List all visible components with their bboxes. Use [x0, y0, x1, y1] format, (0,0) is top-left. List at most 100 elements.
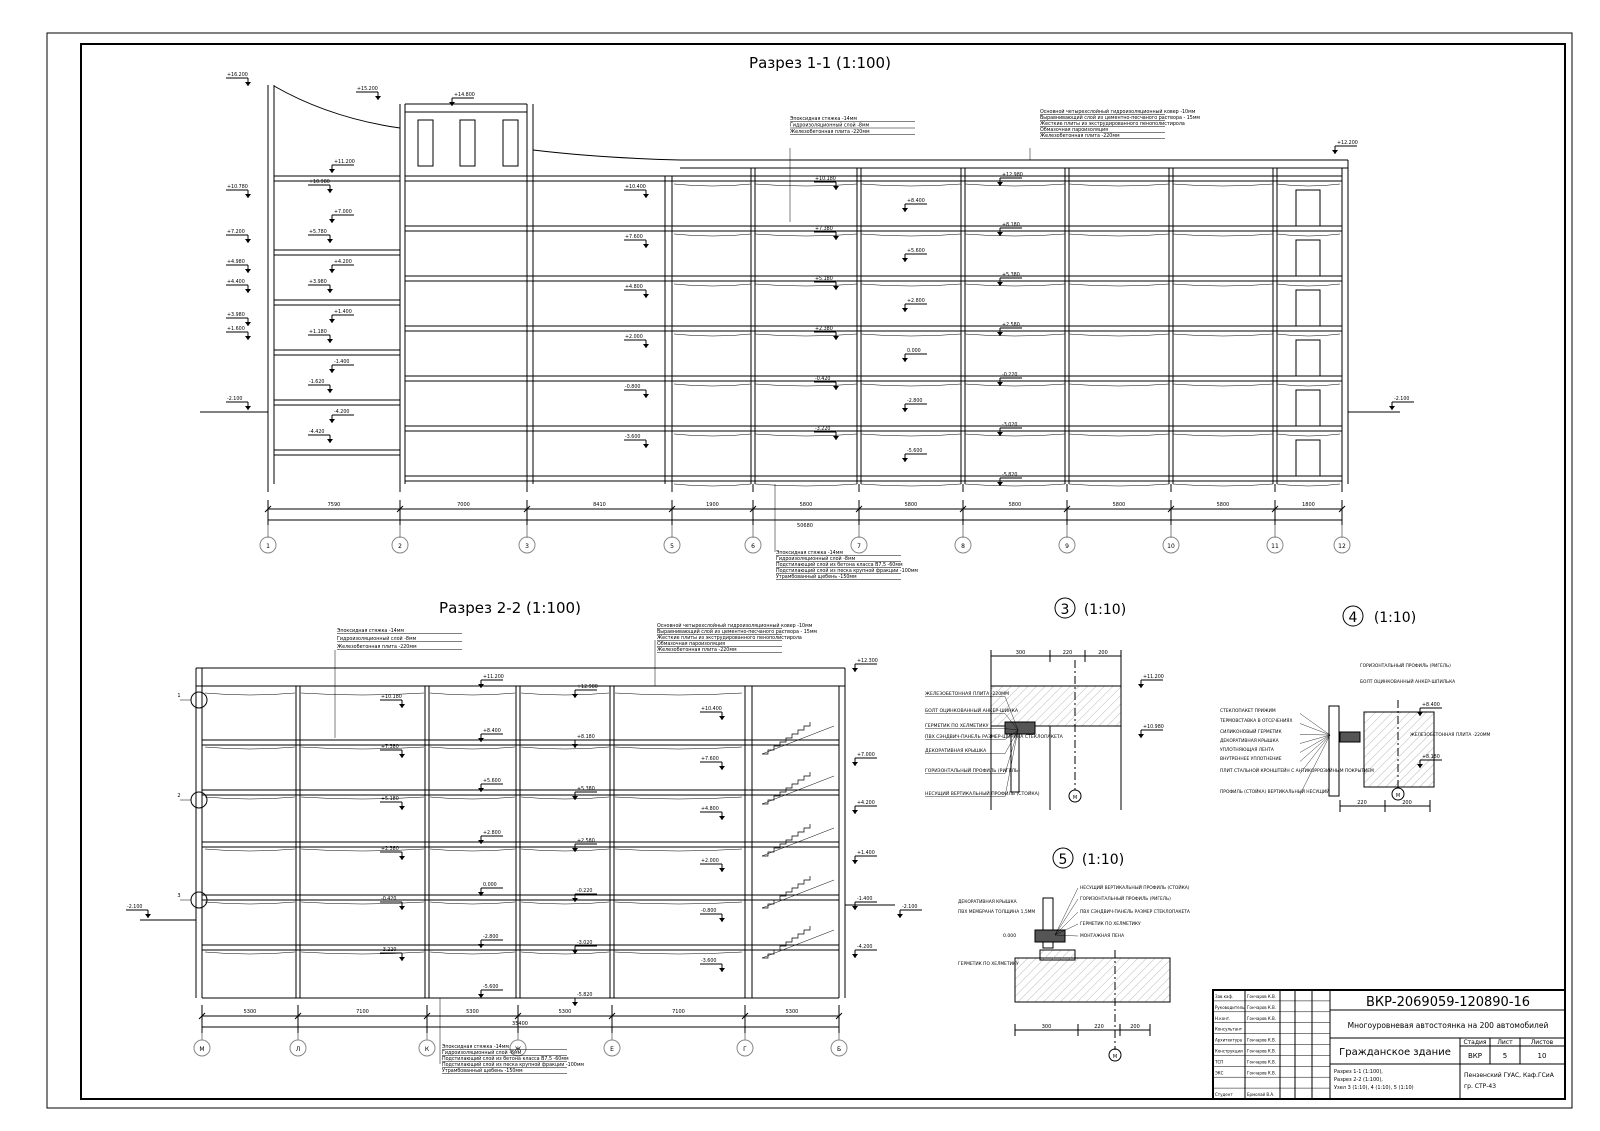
grid-label: 1: [266, 543, 270, 550]
label-leader: [1004, 729, 1019, 754]
note-line: Жесткие плиты из экструдированного пеноп…: [657, 635, 802, 641]
level-text: -5.820: [1002, 472, 1017, 478]
level-text: +14.800: [454, 92, 475, 98]
slab-haunch: [1276, 383, 1341, 387]
node-label-left: ПВХ МЕМБРАНА ТОЛЩИНА 1,5ММ: [958, 909, 1035, 915]
grid-label: 5: [670, 543, 674, 550]
slab-haunch: [860, 183, 962, 187]
note-line: Гидроизоляционный слой -8мм: [337, 635, 417, 642]
level-arrow: [327, 189, 333, 193]
level-arrow: [833, 186, 839, 190]
slab-haunch: [300, 901, 425, 905]
slab-haunch: [860, 283, 962, 287]
slab-haunch: [204, 796, 296, 800]
label-leader: [1004, 729, 1019, 774]
door-opening: [1295, 189, 1321, 227]
level-arrow: [245, 269, 251, 273]
level-arrow: [327, 339, 333, 343]
axis-label: М: [1073, 795, 1077, 801]
node-label-left: ДЕКОРАТИВНАЯ КРЫШКА: [1220, 738, 1279, 744]
dim-value: 7100: [356, 1009, 369, 1015]
slab-haunch: [754, 483, 858, 487]
name-label: Гончаров К.В.: [1247, 1016, 1276, 1021]
dim-tick: [264, 505, 272, 513]
level-arrow: [399, 704, 405, 708]
level-arrow: [902, 408, 908, 412]
section-1-1: [267, 85, 1349, 484]
level-arrow: [245, 82, 251, 86]
level-text: +3.980: [227, 312, 245, 318]
level-mark: +7.380: [814, 226, 839, 240]
grid-label: 7: [857, 543, 861, 550]
node-label: БОЛТ ОЦИНКОВАННЫЙ АНКЕР-ШИНКА: [925, 707, 1019, 714]
slab-haunch: [520, 951, 610, 955]
note-line: Гидроизоляционный слой -8мм: [790, 122, 870, 129]
level-mark: +7.000: [852, 752, 877, 766]
level-text: +4.800: [701, 806, 719, 812]
level-text: +11.200: [483, 674, 504, 680]
node-label: ГЕРМЕТИК ПО ХЕЛМЕТИКУ: [925, 723, 989, 729]
note-line: Железобетонная плита -220мм: [1040, 133, 1120, 139]
level-text: -3.600: [701, 958, 716, 964]
axis-label: М: [1113, 1054, 1117, 1060]
sheets-header: Листов: [1531, 1039, 1554, 1046]
level-text: +12.200: [1337, 140, 1358, 146]
grid-bubble: [1162, 536, 1180, 554]
slab-haunch: [1172, 433, 1274, 437]
level-arrow: [1138, 684, 1144, 688]
level-text: -0.420: [381, 896, 396, 902]
dim-value: 5800: [800, 502, 813, 508]
level-arrow: [245, 322, 251, 326]
dim-tick: [1271, 505, 1279, 513]
level-text: +5.380: [577, 786, 595, 792]
dim-value: 1800: [1302, 502, 1315, 508]
stage-value: ВКР: [1468, 1052, 1482, 1060]
level-arrow: [719, 918, 725, 922]
level-arrow: [852, 810, 858, 814]
content-line-3: Узел 3 (1:10), 4 (1:10), 5 (1:10): [1334, 1085, 1414, 1091]
slab-haunch: [1172, 333, 1274, 337]
level-mark: -0.420: [380, 896, 405, 910]
level-mark: -2.100: [897, 904, 922, 918]
note-line: Железобетонная плита -220мм: [337, 644, 417, 650]
slab-haunch: [673, 283, 752, 287]
grid-label: М: [199, 1046, 204, 1053]
level-mark: +10.980: [1138, 724, 1164, 738]
level-mark: -5.600: [902, 448, 927, 462]
level-mark: +1.400: [329, 309, 354, 323]
slab-haunch: [1276, 283, 1341, 287]
level-arrow: [643, 194, 649, 198]
slab-haunch: [614, 951, 743, 955]
level-arrow: [833, 236, 839, 240]
level-arrow: [833, 386, 839, 390]
level-text: +2.580: [1002, 322, 1020, 328]
node-5-detail: [1014, 897, 1171, 1062]
grid-bubble: [1333, 536, 1351, 554]
dim-tick: [608, 1012, 616, 1020]
note-line: Обмазочная пароизоляция: [657, 641, 725, 647]
dim-tick: [523, 505, 531, 513]
node-label-left: ТЕРМОВСТАВКА В ОТСЕЧЕНИЯХ: [1219, 718, 1292, 724]
slab-haunch: [204, 951, 296, 955]
level-mark: +5.600: [478, 778, 503, 792]
sheet-header: Лист: [1497, 1039, 1513, 1046]
level-text: -3.220: [381, 947, 396, 953]
level-text: -4.420: [309, 429, 324, 435]
level-text: +1.600: [227, 326, 245, 332]
dim-tick: [1167, 505, 1175, 513]
label-leader: [1004, 696, 1019, 731]
level-mark: -3.220: [380, 947, 405, 961]
slab-haunch: [860, 433, 962, 437]
slab-haunch: [1276, 433, 1341, 437]
level-text: -3.020: [1002, 422, 1017, 428]
level-arrow: [399, 806, 405, 810]
slab-haunch: [300, 796, 425, 800]
grid-bubble: [391, 536, 409, 554]
dim-value: 5800: [1009, 502, 1022, 508]
level-arrow: [997, 282, 1003, 286]
level-arrow: [572, 744, 578, 748]
level-arrow: [643, 244, 649, 248]
level-text: +11.200: [334, 159, 355, 165]
level-arrow: [719, 868, 725, 872]
level-text: -5.600: [907, 448, 922, 454]
